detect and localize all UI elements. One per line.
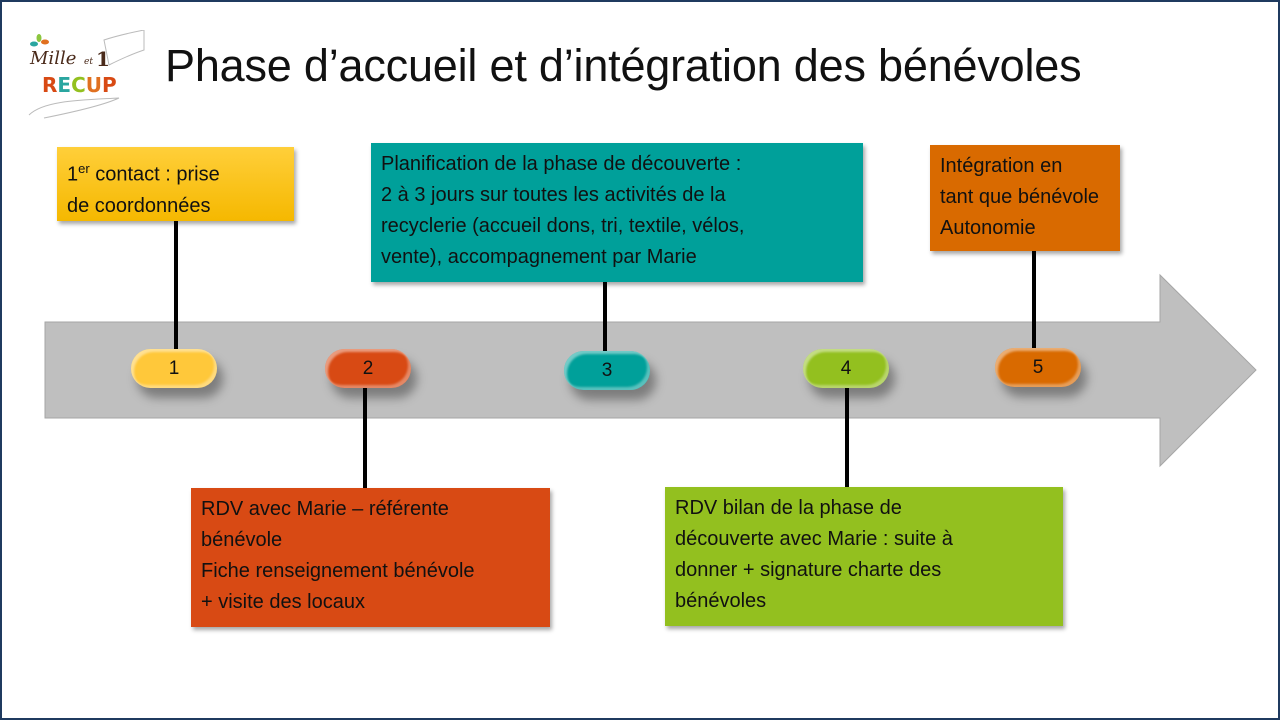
page-title: Phase d’accueil et d’intégration des bén… bbox=[165, 40, 1082, 91]
step-3-marker: 3 bbox=[564, 351, 650, 390]
connector-2 bbox=[363, 388, 367, 488]
connector-4 bbox=[845, 388, 849, 487]
step-5-marker: 5 bbox=[995, 348, 1081, 387]
svg-text:RECUP: RECUP bbox=[42, 73, 117, 97]
step-2-box: RDV avec Marie – référente bénévole Fich… bbox=[191, 488, 550, 627]
step-4-marker: 4 bbox=[803, 349, 889, 388]
step-4-box: RDV bilan de la phase de découverte avec… bbox=[665, 487, 1063, 626]
connector-3 bbox=[603, 282, 607, 351]
svg-text:et: et bbox=[84, 57, 93, 67]
step-2-marker: 2 bbox=[325, 349, 411, 388]
logo-mille-et-1-recup: Mille et 1 RECUP bbox=[28, 30, 145, 119]
step-1-marker: 1 bbox=[131, 349, 217, 388]
connector-1 bbox=[174, 221, 178, 349]
svg-text:Mille: Mille bbox=[29, 48, 76, 69]
step-1-box: 1er contact : prise de coordonnées bbox=[57, 147, 294, 221]
step-3-box: Planification de la phase de découverte … bbox=[371, 143, 863, 282]
step-5-box: Intégration en tant que bénévole Autonom… bbox=[930, 145, 1120, 251]
svg-text:1: 1 bbox=[96, 47, 110, 71]
connector-5 bbox=[1032, 251, 1036, 348]
